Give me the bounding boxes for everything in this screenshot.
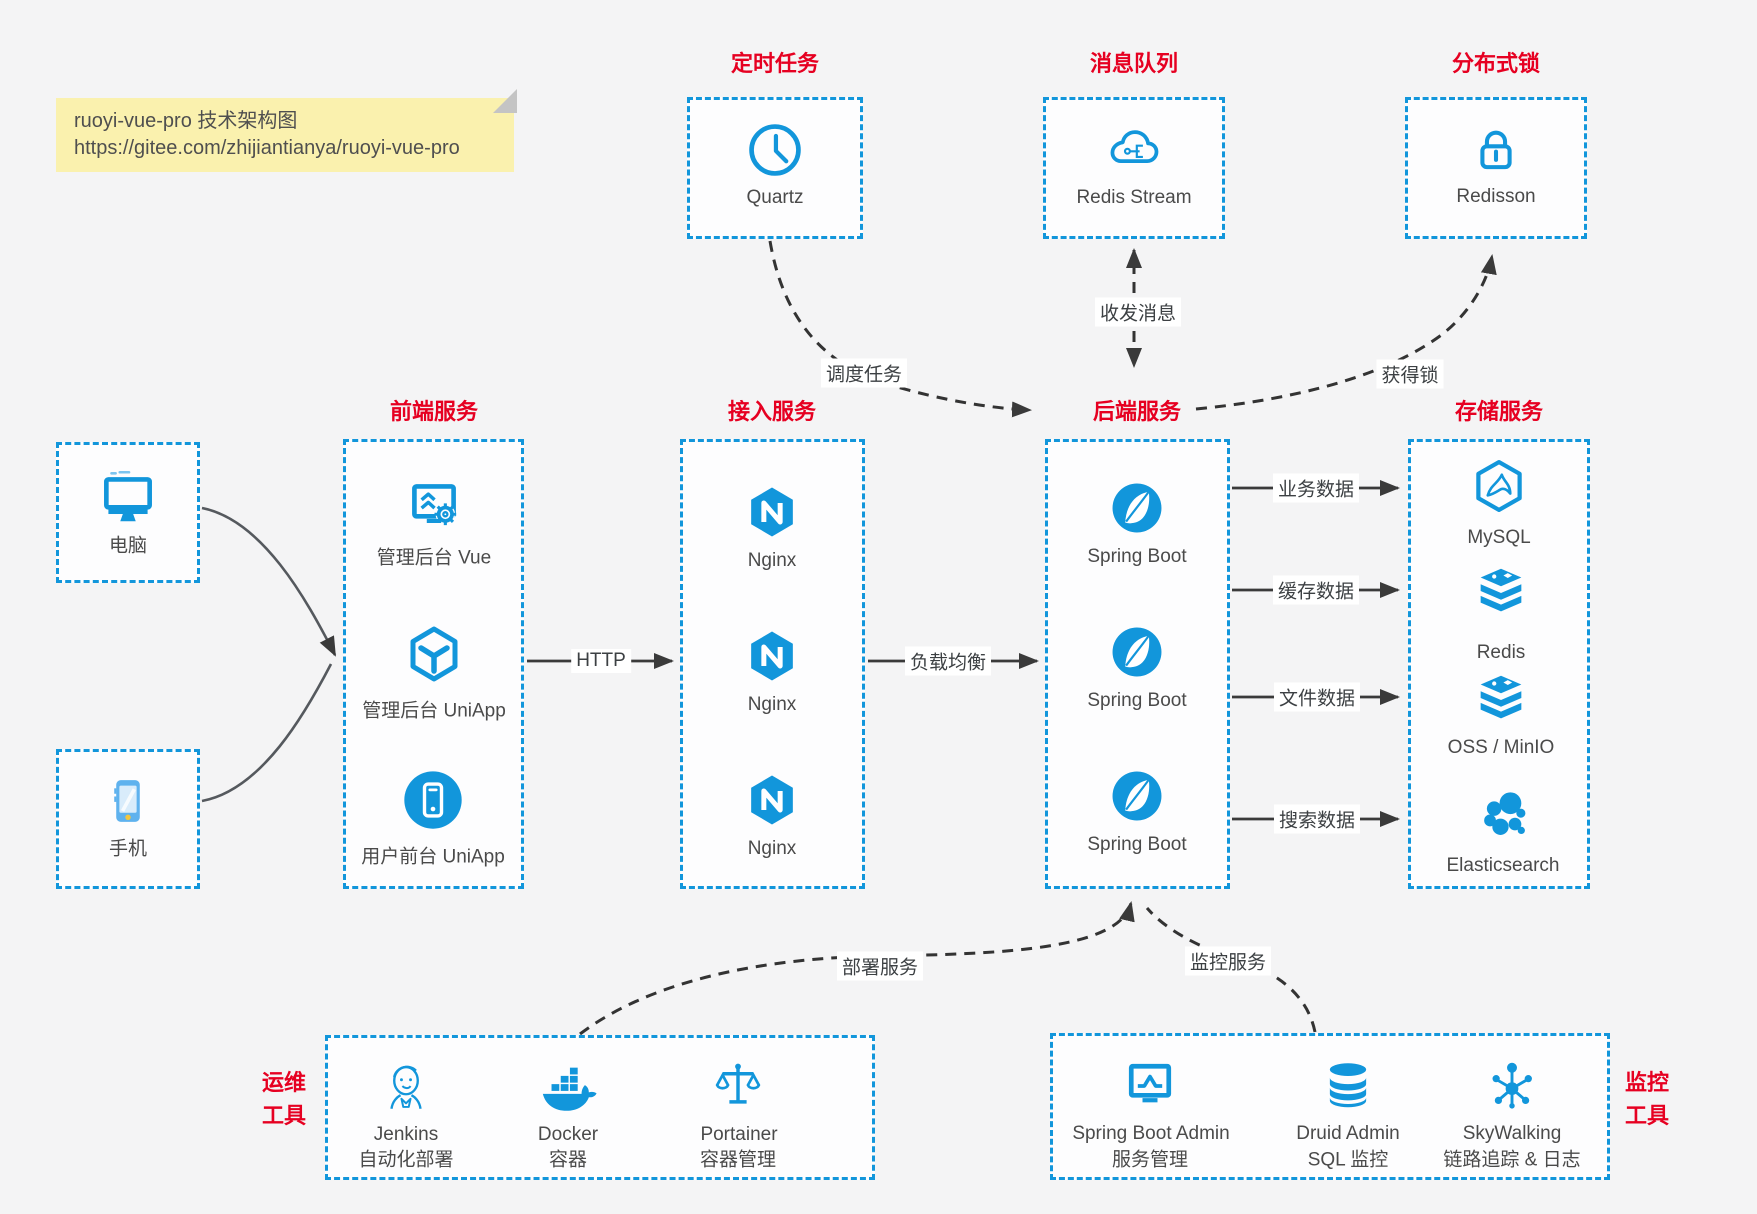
node-label-nginx-1: Nginx [747,550,797,571]
group-title-lock: 分布式锁 [1451,51,1541,76]
pulse-monitor-icon [1120,1055,1180,1115]
group-box-storage [1408,439,1590,889]
edge-mobile-to-frontend [201,663,333,803]
cloud-circuit-icon [1102,118,1166,178]
sticky-note: ruoyi-vue-pro 技术架构图 https://gitee.com/zh… [56,89,517,172]
scales-icon [709,1057,767,1115]
node-label-user-uniapp: 用户前台 UniApp [361,846,505,868]
note-url: https://gitee.com/zhijiantianya/ruoyi-vu… [74,137,460,159]
edge-acquire-lock [1195,254,1497,411]
node-label-oss-minio: OSS / MinIO [1447,737,1555,758]
node-sublabel-docker: 容器 [548,1149,588,1171]
node-label-jenkins: Jenkins [373,1124,439,1145]
group-title-frontend: 前端服务 [389,399,479,424]
spring-icon [1108,479,1166,537]
node-sublabel-druid: SQL 监控 [1307,1149,1389,1171]
spring-icon [1108,767,1166,825]
edge-label-messages: 收发消息 [1094,297,1182,327]
group-box-scheduled [687,97,863,239]
jenkins-icon [377,1058,435,1116]
edge-label-schedule: 调度任务 [820,358,908,388]
edge-label-cache-data: 缓存数据 [1272,575,1360,605]
database-icon [1319,1056,1377,1114]
node-label-sba: Spring Boot Admin [1072,1123,1230,1144]
node-label-skywalking: SkyWalking [1462,1123,1562,1144]
edge-label-business-data: 业务数据 [1272,473,1360,503]
monitoring-title-line1: 监控 [1625,1070,1670,1095]
group-box-mq [1043,97,1225,239]
desktop-icon [95,464,161,530]
note-title: ruoyi-vue-pro 技术架构图 [74,110,298,132]
ops-title-line2: 工具 [262,1103,307,1128]
edge-label-search-data: 搜索数据 [1273,804,1361,834]
group-title-access: 接入服务 [727,399,817,424]
node-sublabel-portainer: 容器管理 [699,1149,777,1171]
group-title-mq: 消息队列 [1089,51,1179,76]
node-label-spring-1: Spring Boot [1087,546,1187,567]
mysql-icon [1469,456,1529,516]
node-sublabel-sba: 服务管理 [1111,1149,1189,1171]
group-title-storage: 存储服务 [1454,399,1544,424]
nginx-icon [743,771,801,829]
clock-icon [745,120,805,180]
node-label-docker: Docker [537,1124,599,1145]
spring-icon [1108,623,1166,681]
lock-icon [1467,120,1525,178]
node-label-druid: Druid Admin [1296,1123,1400,1144]
layer-stack-icon [1470,561,1532,623]
edge-label-monitor: 监控服务 [1184,946,1272,976]
node-label-quartz: Quartz [746,187,804,208]
nginx-icon [743,627,801,685]
admin-monitor-gear-icon [401,473,467,539]
node-label-elasticsearch: Elasticsearch [1446,855,1560,876]
node-sublabel-jenkins: 自动化部署 [358,1149,454,1171]
nginx-icon [743,483,801,541]
edge-label-http: HTTP [571,649,631,673]
layer-stack-icon [1470,668,1532,730]
node-label-redisson: Redisson [1456,186,1536,207]
group-box-monitoring [1050,1033,1610,1180]
node-label-redis-stream: Redis Stream [1076,187,1192,208]
node-label-pc: 电脑 [108,535,148,557]
note-fold-corner [493,89,517,113]
node-label-admin-vue: 管理后台 Vue [376,547,492,569]
group-title-scheduled: 定时任务 [730,51,820,76]
cube-icon [402,622,466,686]
node-label-spring-3: Spring Boot [1087,834,1187,855]
node-sublabel-skywalking: 链路追踪 & 日志 [1443,1149,1581,1171]
edge-label-deploy: 部署服务 [836,951,924,981]
elasticsearch-icon [1476,786,1534,844]
edge-label-load-balance: 负载均衡 [904,646,992,676]
group-title-monitoring: 监控 工具 [1625,1066,1669,1132]
group-box-ops [325,1035,875,1180]
node-label-spring-2: Spring Boot [1087,690,1187,711]
node-label-nginx-2: Nginx [747,694,797,715]
node-label-mysql: MySQL [1467,527,1531,548]
group-title-ops: 运维 工具 [262,1066,306,1132]
edge-pc-to-frontend [201,506,337,657]
edge-label-file-data: 文件数据 [1273,682,1361,712]
smartphone-icon [99,772,157,830]
node-label-portainer: Portainer [700,1124,778,1145]
monitoring-title-line2: 工具 [1625,1103,1670,1128]
node-label-nginx-3: Nginx [747,838,797,859]
node-label-mobile: 手机 [108,838,148,860]
node-label-redis: Redis [1476,642,1526,663]
group-title-backend: 后端服务 [1092,399,1182,424]
phone-circle-icon [399,766,467,834]
node-label-admin-uniapp: 管理后台 UniApp [362,700,506,722]
hub-network-icon [1483,1056,1541,1114]
ops-title-line1: 运维 [262,1070,307,1095]
docker-whale-icon [537,1057,599,1119]
edge-label-acquire-lock: 获得锁 [1376,359,1444,389]
